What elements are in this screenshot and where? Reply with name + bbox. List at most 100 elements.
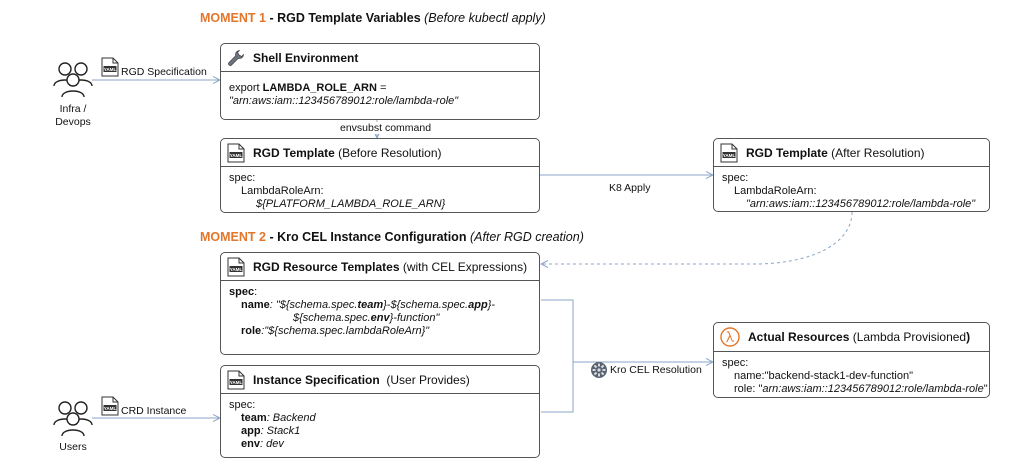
actual-resources-title: Actual Resources (Lambda Provisioned) bbox=[748, 330, 970, 344]
crd-instance-yaml-icon: YAML bbox=[101, 396, 119, 416]
rgd-after-title-bold: RGD Template bbox=[746, 145, 828, 160]
rgd-template-after-card: YAML RGD Template (After Resolution) spe… bbox=[713, 138, 990, 212]
arrow-after-to-resource bbox=[541, 211, 853, 264]
instance-team-line: team: Backend bbox=[229, 412, 531, 425]
instance-app-line: app: Stack1 bbox=[229, 425, 531, 438]
instance-yaml-icon: YAML bbox=[227, 370, 245, 390]
rgd-before-yaml-icon: YAML bbox=[227, 143, 245, 163]
moment-2-title: - Kro CEL Instance Configuration bbox=[265, 230, 470, 244]
k8-apply-flow-label: K8 Apply bbox=[609, 182, 651, 194]
rgd-resource-name2-env: env bbox=[370, 312, 390, 324]
shell-environment-header: Shell Environment bbox=[221, 44, 539, 72]
rgd-resource-name-e: }- bbox=[487, 299, 496, 311]
rgd-spec-yaml-text: YAML bbox=[104, 67, 117, 72]
moment-1-title: - RGD Template Variables bbox=[265, 11, 425, 25]
rgd-spec-flow-label: RGD Specification bbox=[121, 66, 207, 78]
instance-yaml-text: YAML bbox=[230, 379, 243, 384]
kro-cel-flow-label: Kro CEL Resolution bbox=[610, 364, 702, 376]
actual-title-end: ) bbox=[966, 330, 971, 344]
instance-title-bold: Instance Specification bbox=[253, 372, 380, 387]
instance-spec-key: spec: bbox=[229, 399, 256, 411]
rgd-before-title-bold: RGD Template bbox=[253, 145, 335, 160]
actual-resources-header: Actual Resources (Lambda Provisioned) bbox=[714, 323, 989, 352]
shell-export-value: "arn:aws:iam::123456789012:role/lambda-r… bbox=[229, 95, 531, 108]
rgd-resource-name-key: name bbox=[241, 299, 270, 311]
rgd-resource-header: YAML RGD Resource Templates (with CEL Ex… bbox=[221, 253, 539, 281]
users-people-icon bbox=[52, 399, 94, 437]
shell-export-arn: "arn:aws:iam::123456789012:role/lambda-r… bbox=[229, 95, 459, 107]
actual-title-bold: Actual Resources bbox=[748, 330, 850, 344]
rgd-template-after-body: spec: LambdaRoleArn: "arn:aws:iam::12345… bbox=[714, 167, 989, 211]
instance-env-val: : dev bbox=[259, 438, 284, 450]
actual-role-a: role: " bbox=[734, 383, 763, 395]
instance-env-line: env: dev bbox=[229, 438, 531, 451]
rgd-after-yaml-text: YAML bbox=[723, 152, 736, 157]
rgd-resource-spec: spec: bbox=[229, 286, 531, 299]
infra-people-icon bbox=[52, 60, 94, 98]
shell-export-suffix: = bbox=[376, 82, 387, 94]
moment-1-label: MOMENT 1 bbox=[200, 11, 266, 25]
rgd-resource-name-c: }-${schema.spec. bbox=[383, 299, 469, 311]
instance-env-key: env bbox=[241, 438, 260, 450]
rgd-before-spec: spec: bbox=[229, 172, 256, 184]
instance-spec-title: Instance Specification (User Provides) bbox=[253, 373, 470, 387]
users-actor-name: Users bbox=[59, 441, 87, 453]
rgd-resource-name-team: team bbox=[357, 299, 384, 311]
moment-1-note: (Before kubectl apply) bbox=[424, 11, 546, 25]
rgd-before-yaml-text: YAML bbox=[230, 152, 243, 157]
rgd-resource-name2-a: ${schema.spec. bbox=[293, 312, 371, 324]
rgd-resource-name-line: name: "${schema.spec.team}-${schema.spec… bbox=[229, 299, 531, 312]
crd-instance-yaml-text: YAML bbox=[104, 406, 117, 411]
shell-environment-body: export LAMBDA_ROLE_ARN = "arn:aws:iam::1… bbox=[221, 72, 539, 119]
rgd-after-value: "arn:aws:iam::123456789012:role/lambda-r… bbox=[722, 198, 981, 211]
instance-app-key: app bbox=[241, 425, 261, 437]
actual-role-arn: arn:aws:iam::123456789012:role/lambda-ro… bbox=[762, 383, 984, 395]
infra-actor-line2: Devops bbox=[55, 116, 91, 128]
shell-export-var: LAMBDA_ROLE_ARN bbox=[262, 82, 377, 94]
moment-2-heading: MOMENT 2 - Kro CEL Instance Configuratio… bbox=[200, 230, 584, 244]
rgd-after-arn: "arn:aws:iam::123456789012:role/lambda-r… bbox=[746, 198, 976, 210]
rgd-resource-templates-card: YAML RGD Resource Templates (with CEL Ex… bbox=[220, 252, 540, 355]
crd-instance-flow-label: CRD Instance bbox=[121, 405, 187, 417]
rgd-resource-name-line2: ${schema.spec.env}-function" bbox=[229, 312, 531, 325]
instance-specification-card: YAML Instance Specification (User Provid… bbox=[220, 365, 540, 458]
rgd-resource-body: spec: name: "${schema.spec.team}-${schem… bbox=[221, 281, 539, 354]
moment-1-heading: MOMENT 1 - RGD Template Variables (Befor… bbox=[200, 11, 546, 25]
rgd-template-before-title: RGD Template (Before Resolution) bbox=[253, 146, 442, 160]
shell-environment-card: Shell Environment export LAMBDA_ROLE_ARN… bbox=[220, 43, 540, 120]
actual-role-line: role: "arn:aws:iam::123456789012:role/la… bbox=[722, 383, 988, 396]
rgd-template-before-body: spec: LambdaRoleArn: ${PLATFORM_LAMBDA_R… bbox=[221, 167, 539, 212]
shell-export-prefix: export bbox=[229, 82, 263, 94]
rgd-resource-yaml-icon: YAML bbox=[227, 257, 245, 277]
rgd-resource-spec-key: spec bbox=[229, 286, 255, 298]
infra-actor-label: Infra / Devops bbox=[44, 103, 102, 129]
actual-name-line: name:"backend-stack1-dev-function" bbox=[734, 370, 914, 382]
rgd-resource-title-bold: RGD Resource Templates bbox=[253, 259, 400, 274]
actual-resources-body: spec: name:"backend-stack1-dev-function"… bbox=[714, 352, 989, 397]
rgd-resource-role-line: role:"${schema.spec.lambdaRoleArn}" bbox=[229, 325, 531, 338]
merge-bracket bbox=[541, 299, 574, 413]
rgd-resource-role-val: :"${schema.spec.lambdaRoleArn}" bbox=[261, 325, 430, 337]
rgd-after-yaml-icon: YAML bbox=[720, 143, 738, 163]
instance-spec-header: YAML Instance Specification (User Provid… bbox=[221, 366, 539, 394]
instance-spec-body: spec: team: Backend app: Stack1 env: dev bbox=[221, 394, 539, 457]
rgd-resource-role-key: role bbox=[241, 325, 262, 337]
rgd-template-before-card: YAML RGD Template (Before Resolution) sp… bbox=[220, 138, 540, 213]
rgd-resource-title-rest: (with CEL Expressions) bbox=[399, 259, 528, 274]
rgd-before-value: ${PLATFORM_LAMBDA_ROLE_ARN} bbox=[229, 198, 531, 211]
lambda-icon bbox=[720, 327, 740, 347]
rgd-after-title-rest: (After Resolution) bbox=[827, 145, 925, 160]
instance-team-key: team bbox=[241, 412, 267, 424]
moment-2-label: MOMENT 2 bbox=[200, 230, 266, 244]
infra-actor-line1: Infra / bbox=[59, 103, 87, 115]
shell-environment-title-text: Shell Environment bbox=[253, 50, 359, 65]
rgd-resource-title: RGD Resource Templates (with CEL Express… bbox=[253, 260, 527, 274]
rgd-resource-yaml-text: YAML bbox=[230, 266, 243, 271]
actual-title-mid: (Lambda Provisioned bbox=[849, 330, 967, 344]
rgd-spec-yaml-icon: YAML bbox=[101, 57, 119, 77]
rgd-after-spec: spec: bbox=[722, 172, 749, 184]
rgd-template-after-header: YAML RGD Template (After Resolution) bbox=[714, 139, 989, 167]
moment-2-note: (After RGD creation) bbox=[469, 230, 584, 244]
rgd-before-key: LambdaRoleArn: bbox=[241, 185, 324, 197]
